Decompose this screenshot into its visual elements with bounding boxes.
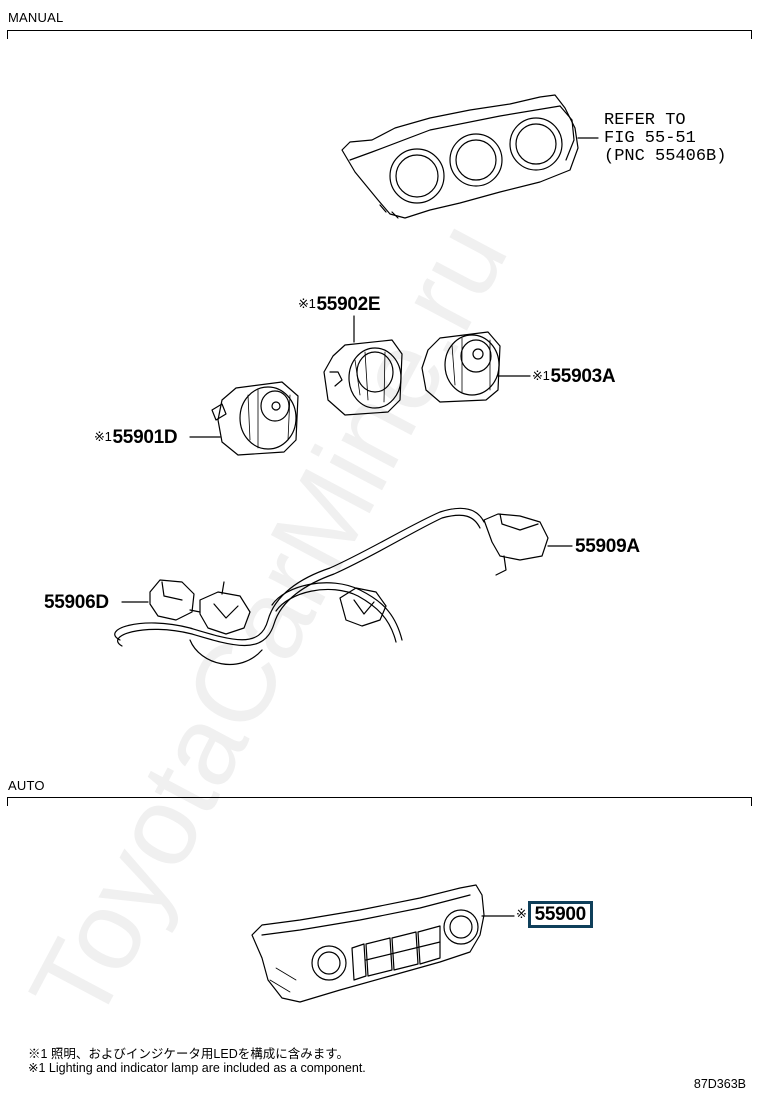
knob-55901d-drawing — [189, 381, 299, 456]
footnote-english: ※1 Lighting and indicator lamp are inclu… — [28, 1061, 366, 1075]
part-number: 55906D — [44, 592, 109, 613]
divider-tick — [751, 30, 752, 39]
part-label-55909a[interactable]: 55909A — [575, 536, 640, 558]
part-label-55903a[interactable]: ※155903A — [532, 366, 616, 388]
part-label-55902e[interactable]: ※155902E — [298, 294, 381, 316]
knob-55902e-drawing — [323, 315, 403, 416]
footnote-japanese: ※1 照明、およびインジケータ用LEDを構成に含みます。 — [28, 1047, 349, 1061]
section-divider-manual — [7, 30, 752, 31]
divider-tick — [7, 797, 8, 806]
component-note-mark: ※1 — [298, 296, 316, 311]
part-number: 55902E — [316, 294, 381, 315]
part-number: 55903A — [550, 366, 616, 387]
section-divider-auto — [7, 797, 752, 798]
diagram-code: 87D363B — [693, 1077, 746, 1091]
wire-harness-drawing — [114, 507, 573, 665]
part-label-55900[interactable]: ※55900 — [516, 901, 593, 928]
knob-55903a-drawing — [421, 331, 531, 403]
part-label-55901d[interactable]: ※155901D — [94, 427, 178, 449]
auto-control-panel-drawing — [251, 884, 515, 1003]
part-label-55906d[interactable]: 55906D — [44, 592, 109, 614]
section-label-manual: MANUAL — [8, 10, 64, 25]
section-label-auto: AUTO — [8, 778, 45, 793]
component-note-mark: ※1 — [94, 429, 112, 444]
part-number: 55909A — [575, 536, 640, 557]
component-note-mark: ※1 — [532, 368, 550, 383]
manual-control-panel-drawing — [341, 94, 599, 219]
divider-tick — [7, 30, 8, 39]
reference-note[interactable]: REFER TO FIG 55-51 (PNC 55406B) — [604, 111, 727, 166]
part-number: 55901D — [112, 427, 178, 448]
divider-tick — [751, 797, 752, 806]
component-note-mark: ※ — [516, 906, 527, 921]
part-number-highlighted: 55900 — [527, 901, 593, 928]
